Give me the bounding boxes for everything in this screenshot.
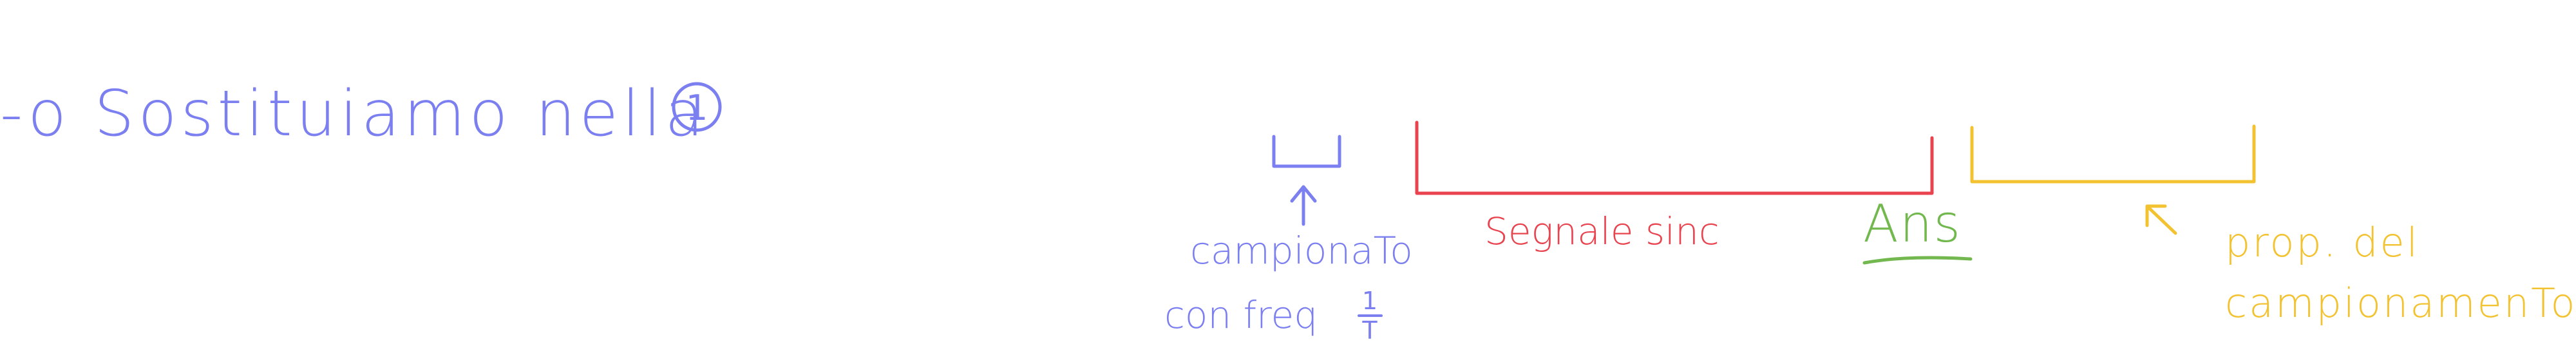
ans-underline [1862, 256, 1973, 265]
circle-mark [672, 82, 722, 132]
fraction-denominator: T [1361, 316, 1378, 344]
sinc-label: Segnale sinc [1484, 209, 1719, 253]
sampled-label: campionaTo [1190, 229, 1413, 272]
ans-label: Ans [1863, 194, 1962, 254]
property-label-line2: campionamenTo [2225, 280, 2576, 327]
frequency-label: con freq [1164, 293, 1318, 337]
sampled-bracket [1272, 135, 1341, 168]
up-arrow-icon [1290, 185, 1317, 226]
property-bracket [1970, 124, 2256, 184]
headline-text: -o Sostituiamo nella [0, 77, 708, 151]
sinc-bracket [1415, 120, 1934, 195]
frequency-fraction: 1 T [1358, 287, 1383, 344]
circled-number-text: 1 [686, 88, 708, 128]
circled-number: 1 [672, 82, 722, 132]
property-label-line1: prop. del [2225, 219, 2420, 266]
diagonal-arrow-icon [2145, 204, 2177, 235]
fraction-numerator: 1 [1362, 287, 1378, 315]
